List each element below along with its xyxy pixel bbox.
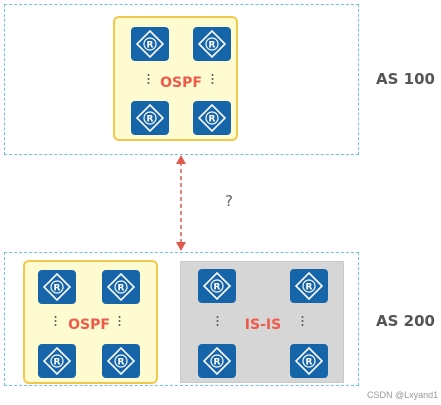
as200-isis-dots-right xyxy=(301,314,305,328)
as200-ospf-dots-left xyxy=(54,314,58,328)
router-glyph-letter: R xyxy=(306,358,313,368)
router-glyph-letter: R xyxy=(118,284,125,294)
router-glyph-letter: R xyxy=(54,284,61,294)
router-glyph-letter: R xyxy=(306,283,313,293)
router-glyph-letter: R xyxy=(209,41,216,51)
router-icon: R xyxy=(290,344,328,378)
as100-ospf-dots-right xyxy=(211,72,215,86)
unknown-connection-question: ? xyxy=(225,192,233,210)
router-glyph-letter: R xyxy=(118,358,125,368)
router-icon: R xyxy=(102,344,140,378)
router-glyph-letter: R xyxy=(214,283,221,293)
router-icon: R xyxy=(193,27,231,61)
as100-ospf-label: OSPF xyxy=(160,75,202,91)
as200-isis-dots-left xyxy=(216,314,220,328)
router-glyph-letter: R xyxy=(209,115,216,125)
router-glyph-letter: R xyxy=(147,115,154,125)
router-icon: R xyxy=(290,269,328,303)
router-icon: R xyxy=(102,270,140,304)
as200-frame xyxy=(4,252,359,386)
router-glyph-letter: R xyxy=(54,358,61,368)
router-icon: R xyxy=(131,101,169,135)
as200-isis-label: IS-IS xyxy=(244,317,282,333)
router-icon: R xyxy=(38,344,76,378)
as200-ospf-dots-right xyxy=(118,314,122,328)
router-icon: R xyxy=(193,101,231,135)
as200-label: AS 200 xyxy=(376,312,435,330)
router-glyph-letter: R xyxy=(147,41,154,51)
as100-frame xyxy=(4,4,359,155)
as200-ospf-label: OSPF xyxy=(68,317,110,333)
watermark: CSDN @Lxyand1 xyxy=(367,390,439,400)
router-glyph-letter: R xyxy=(214,358,221,368)
router-icon: R xyxy=(198,344,236,378)
router-icon: R xyxy=(38,270,76,304)
as100-label: AS 100 xyxy=(376,70,435,88)
as100-ospf-dots-left xyxy=(147,72,151,86)
router-icon: R xyxy=(131,27,169,61)
router-icon: R xyxy=(198,269,236,303)
